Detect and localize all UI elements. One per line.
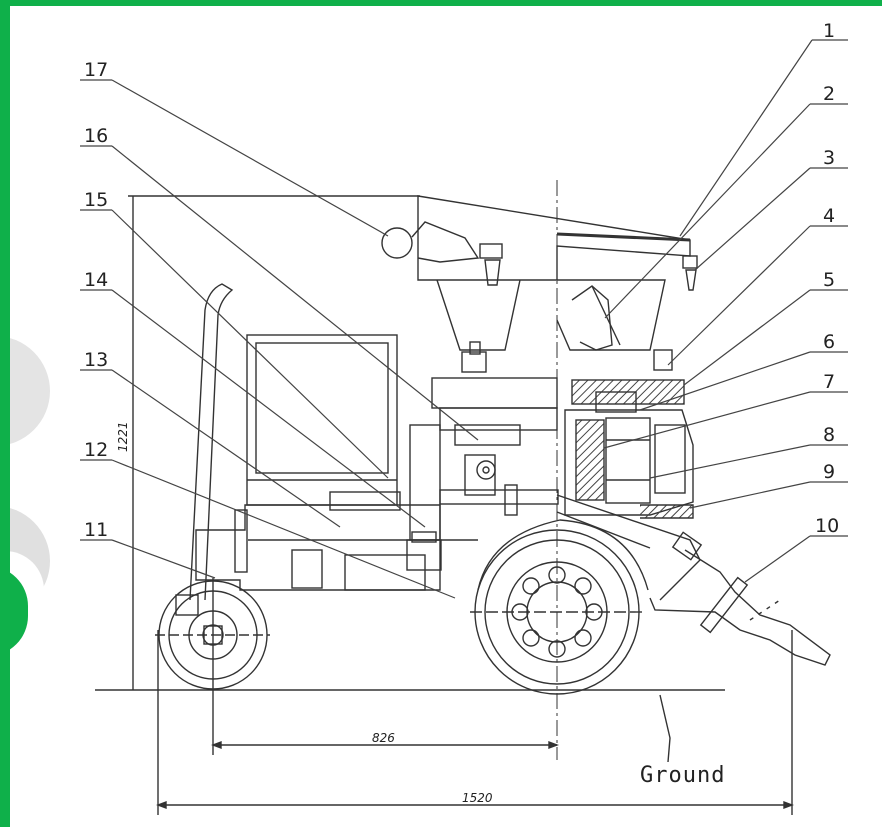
part-label-17: 17 [84,59,108,81]
pressure-gauge [476,460,496,480]
part-label-3: 3 [823,147,835,169]
ground-label: Ground [640,763,725,788]
outlet-hose [556,494,831,666]
background-decoration [10,566,28,656]
vibrator [381,227,413,259]
control-box [246,334,398,506]
part-label-1: 1 [823,20,835,42]
part-label-6: 6 [823,331,835,353]
part-label-8: 8 [823,424,835,446]
part-label-10: 10 [815,515,839,537]
large-wheel [470,519,649,695]
length-dimension-value: 1520 [462,791,493,805]
wheelbase-dimension-value: 826 [372,731,395,745]
part-label-5: 5 [823,269,835,291]
ground-leader [659,694,671,763]
machine-drawing: 1 2 3 4 5 6 7 8 9 10 11 12 13 14 15 16 1… [80,20,848,815]
part-label-15: 15 [84,189,108,211]
height-dimension-value: 1221 [116,421,130,452]
part-label-9: 9 [823,461,835,483]
part-label-12: 12 [84,439,108,461]
part-label-2: 2 [823,83,835,105]
cylinder [329,491,401,511]
leader-lines [80,39,848,599]
part-label-7: 7 [823,371,835,393]
part-label-16: 16 [84,125,108,147]
figure-frame: 1 2 3 4 5 6 7 8 9 10 11 12 13 14 15 16 1… [10,6,882,827]
part-label-14: 14 [84,269,108,291]
part-label-11: 11 [84,519,108,541]
part-label-4: 4 [823,205,835,227]
small-wheel [155,578,270,755]
part-label-13: 13 [84,349,108,371]
